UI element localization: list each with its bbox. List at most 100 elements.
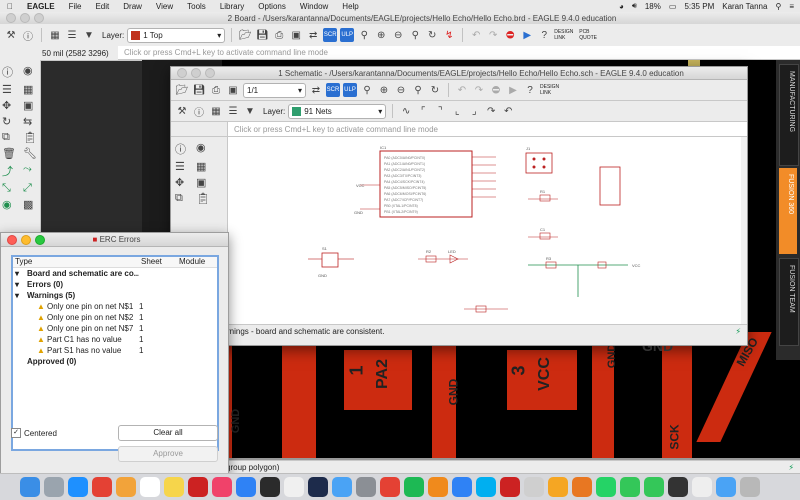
- facetime-icon[interactable]: [644, 477, 664, 497]
- info-tool-icon[interactable]: ⓘ: [2, 67, 13, 79]
- eagle-icon[interactable]: [188, 477, 208, 497]
- music-icon[interactable]: [212, 477, 232, 497]
- zoom-select-icon[interactable]: ⚲: [414, 84, 422, 96]
- ratsnest-icon[interactable]: ↯: [445, 29, 454, 41]
- redraw-icon[interactable]: ↻: [430, 84, 440, 96]
- files-icon[interactable]: [524, 477, 544, 497]
- zoom-in-icon[interactable]: ⊕: [377, 29, 386, 41]
- delete-tool-icon[interactable]: 🗑︎: [2, 148, 16, 160]
- wifi-icon[interactable]: ◕: [618, 1, 624, 11]
- cam-icon[interactable]: ▣: [228, 84, 238, 96]
- centered-checkbox[interactable]: ✓: [11, 428, 21, 438]
- redo-icon[interactable]: ↷: [474, 84, 484, 96]
- chrome-icon[interactable]: [92, 477, 112, 497]
- open-icon[interactable]: 📂︎: [175, 84, 189, 96]
- board-command-line[interactable]: Click or press Cmd+L key to activate com…: [118, 46, 800, 60]
- grid-icon[interactable]: ▦: [211, 105, 221, 117]
- filter-icon[interactable]: ▼: [84, 29, 94, 41]
- rotate-tool-icon[interactable]: ↻: [2, 116, 12, 128]
- display-tool-icon[interactable]: ▦: [23, 84, 34, 96]
- paste-tool-icon[interactable]: 📋︎: [196, 193, 210, 205]
- mail-icon[interactable]: [332, 477, 352, 497]
- layers-icon[interactable]: ☰: [67, 29, 77, 41]
- notes-icon[interactable]: [164, 477, 184, 497]
- script-icon[interactable]: SCR: [326, 83, 340, 97]
- fusion-icon[interactable]: [572, 477, 592, 497]
- menu-help[interactable]: Help: [336, 1, 358, 11]
- tab-manufacturing[interactable]: MANUFACTURING: [779, 64, 799, 166]
- docs-icon[interactable]: [692, 477, 712, 497]
- battery-icon[interactable]: ▭: [668, 1, 677, 11]
- terminal2-icon[interactable]: [668, 477, 688, 497]
- search-icon[interactable]: ⚲: [775, 1, 782, 11]
- minimize-icon[interactable]: [20, 13, 30, 23]
- menu-draw[interactable]: Draw: [117, 1, 142, 11]
- tools-icon[interactable]: ⚒: [6, 29, 16, 41]
- zoom-icon[interactable]: [34, 13, 44, 23]
- erc-row[interactable]: ▾Board and schematic are co...: [13, 268, 217, 279]
- apple-icon[interactable]: : [0, 2, 20, 11]
- undo-icon[interactable]: ↶: [472, 29, 481, 41]
- messages-icon[interactable]: [620, 477, 640, 497]
- route-tool-icon[interactable]: ⤴: [2, 166, 13, 178]
- bend-icon[interactable]: ↶: [504, 105, 513, 117]
- save-icon[interactable]: 💾︎: [192, 84, 206, 96]
- layer-select[interactable]: 91 Nets ▾: [288, 103, 387, 119]
- chrome2-icon[interactable]: [380, 477, 400, 497]
- volume-icon[interactable]: 🔊︎: [631, 1, 637, 10]
- trash-icon[interactable]: [740, 477, 760, 497]
- erc-row[interactable]: Approved (0): [13, 356, 217, 367]
- drc-tool-icon[interactable]: ▩: [23, 199, 34, 211]
- calendar-icon[interactable]: [140, 477, 160, 497]
- redo-icon[interactable]: ↷: [489, 29, 498, 41]
- zoom-fit-icon[interactable]: ⚲: [360, 29, 368, 41]
- zoom-icon[interactable]: [205, 68, 215, 78]
- menu-list-icon[interactable]: ≡: [789, 1, 794, 11]
- via-tool-icon[interactable]: ◉: [2, 199, 12, 211]
- wrench-tool-icon[interactable]: 🔧︎: [23, 148, 37, 160]
- close-icon[interactable]: [7, 234, 17, 245]
- clear-all-button[interactable]: Clear all: [118, 425, 218, 441]
- appstore-icon[interactable]: [452, 477, 472, 497]
- lightning-icon[interactable]: ⚡︎: [735, 326, 741, 336]
- menu-options[interactable]: Options: [252, 1, 286, 11]
- settings-icon[interactable]: [356, 477, 376, 497]
- info-icon[interactable]: ⓘ: [23, 31, 33, 43]
- stop-icon[interactable]: ⛔︎: [491, 84, 501, 96]
- clock[interactable]: 5:35 PM: [684, 1, 715, 11]
- sheet-select[interactable]: 1/1 ▾: [243, 82, 306, 98]
- go-icon[interactable]: ▶: [509, 84, 517, 96]
- filter-icon[interactable]: ▼: [245, 105, 255, 117]
- safari-icon[interactable]: [68, 477, 88, 497]
- info-icon[interactable]: ⓘ: [194, 107, 204, 119]
- save-icon[interactable]: 💾︎: [255, 29, 269, 41]
- zoom-fit-icon[interactable]: ⚲: [363, 84, 371, 96]
- layers-icon[interactable]: ☰: [228, 105, 238, 117]
- finder-icon[interactable]: [20, 477, 40, 497]
- redraw-icon[interactable]: ↻: [428, 29, 437, 41]
- group-tool-icon[interactable]: ▣: [196, 177, 207, 189]
- ripup-tool-icon[interactable]: ⤳: [23, 163, 32, 175]
- menu-file[interactable]: File: [62, 1, 82, 11]
- zoom-out-icon[interactable]: ⊖: [396, 84, 406, 96]
- user-name[interactable]: Karan Tanna: [722, 1, 768, 11]
- column-header-sheet[interactable]: Sheet: [141, 257, 162, 266]
- zoom-icon[interactable]: [35, 234, 45, 245]
- help-icon[interactable]: ?: [527, 84, 533, 96]
- bend-icon[interactable]: ⌜: [420, 105, 426, 117]
- tab-fusion-team[interactable]: FUSION TEAM: [779, 258, 799, 346]
- terminal-icon[interactable]: [260, 477, 280, 497]
- bend-icon[interactable]: ⌝: [437, 105, 443, 117]
- tools-icon[interactable]: ⚒: [177, 105, 187, 117]
- cam-icon[interactable]: ▣: [291, 29, 301, 41]
- f-app-icon[interactable]: [548, 477, 568, 497]
- design-link-button[interactable]: DESIGN LINK: [554, 29, 574, 41]
- launchpad-icon[interactable]: [44, 477, 64, 497]
- switch-schematic-icon[interactable]: ⇄: [309, 29, 318, 41]
- eagle2-icon[interactable]: [500, 477, 520, 497]
- approve-button[interactable]: Approve: [118, 446, 218, 462]
- centered-option[interactable]: ✓ Centered: [11, 428, 57, 438]
- layers-tool-icon[interactable]: ☰: [2, 84, 12, 96]
